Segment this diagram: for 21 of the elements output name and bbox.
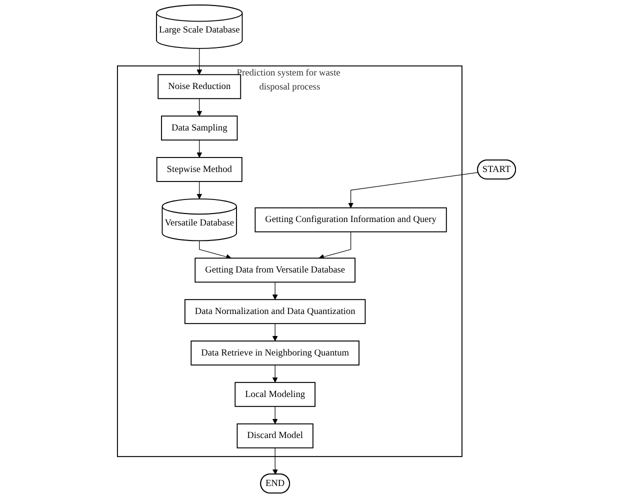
- arrow: [272, 448, 278, 475]
- node-box: Discard Model: [236, 423, 314, 448]
- arrow: [199, 240, 232, 260]
- arrow: [196, 98, 202, 116]
- arrow: [348, 172, 479, 208]
- arrow: [272, 282, 278, 300]
- node-box: Data Normalization and Data Quantization: [184, 299, 366, 324]
- node-box: Stepwise Method: [156, 157, 242, 182]
- arrow: [196, 140, 202, 158]
- node-box: Local Modeling: [234, 382, 316, 407]
- node-box: Data Sampling: [161, 116, 238, 141]
- node-box: Data Retrieve in Neighboring Quantum: [190, 340, 360, 366]
- arrow: [318, 232, 352, 260]
- arrow: [272, 323, 278, 342]
- node-box: Noise Reduction: [158, 74, 242, 100]
- arrow: [196, 181, 202, 200]
- arrow: [272, 364, 278, 383]
- node-box: Getting Configuration Information and Query: [254, 207, 447, 232]
- arrow: [196, 48, 202, 75]
- arrow: [272, 406, 278, 424]
- node-box: Getting Data from Versatile Database: [194, 258, 356, 283]
